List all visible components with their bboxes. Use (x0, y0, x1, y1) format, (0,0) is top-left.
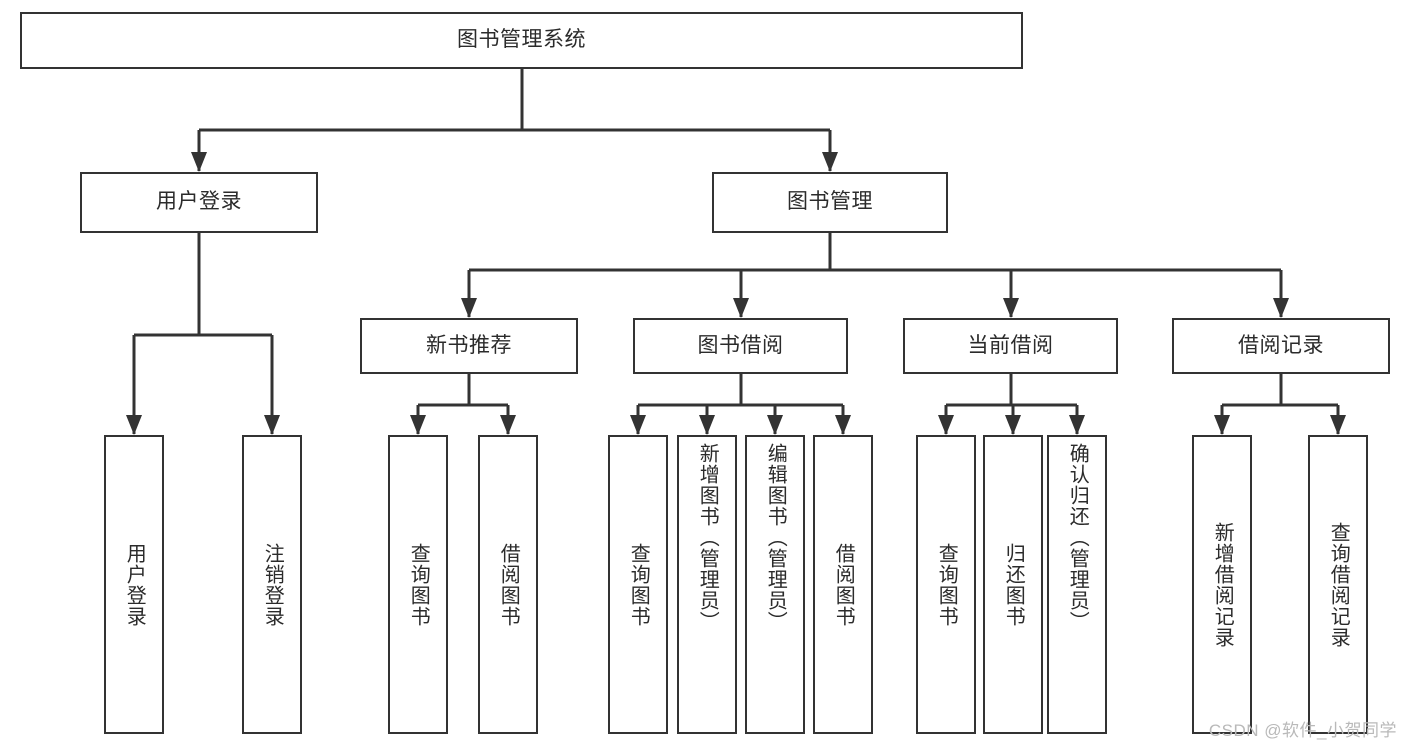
node-user-login: 用户登录 (80, 172, 318, 233)
node-new-book-recommend-label: 新书推荐 (426, 333, 512, 357)
node-leaf-query-borrow-record-label: 查询借阅记录 (1327, 521, 1350, 648)
node-leaf-edit-book-admin: 编辑图书（管理员） (745, 435, 805, 734)
node-leaf-query-book-3-label: 查询图书 (935, 542, 958, 627)
node-new-book-recommend: 新书推荐 (360, 318, 578, 374)
node-book-management-label: 图书管理 (787, 190, 873, 214)
node-leaf-return-book: 归还图书 (983, 435, 1043, 734)
node-root-label: 图书管理系统 (457, 28, 586, 52)
node-current-borrow: 当前借阅 (903, 318, 1118, 374)
node-leaf-confirm-return-admin: 确认归还（管理员） (1047, 435, 1107, 734)
node-leaf-borrow-book-1-label: 借阅图书 (497, 542, 520, 627)
node-borrow-record-label: 借阅记录 (1238, 333, 1324, 357)
node-leaf-edit-book-admin-label: 编辑图书（管理员） (764, 443, 787, 632)
node-borrow-record: 借阅记录 (1172, 318, 1390, 374)
node-leaf-borrow-book-1: 借阅图书 (478, 435, 538, 734)
node-leaf-return-book-label: 归还图书 (1002, 542, 1025, 627)
node-book-management: 图书管理 (712, 172, 948, 233)
node-leaf-add-book-admin-label: 新增图书（管理员） (696, 443, 719, 632)
node-book-borrow-label: 图书借阅 (697, 333, 784, 357)
node-leaf-query-book-1: 查询图书 (388, 435, 448, 734)
node-leaf-query-book-1-label: 查询图书 (407, 542, 430, 627)
node-leaf-logout: 注销登录 (242, 435, 302, 734)
node-leaf-user-login: 用户登录 (104, 435, 164, 734)
node-book-borrow: 图书借阅 (633, 318, 848, 374)
node-leaf-query-borrow-record: 查询借阅记录 (1308, 435, 1368, 734)
node-leaf-borrow-book-2-label: 借阅图书 (832, 542, 855, 627)
watermark-text: CSDN @软件_小贺同学 (1208, 721, 1397, 740)
node-leaf-add-book-admin: 新增图书（管理员） (677, 435, 737, 734)
node-leaf-confirm-return-admin-label: 确认归还（管理员） (1066, 443, 1089, 632)
node-current-borrow-label: 当前借阅 (967, 333, 1054, 357)
node-leaf-logout-label: 注销登录 (261, 542, 284, 627)
node-root: 图书管理系统 (20, 12, 1023, 69)
node-leaf-user-login-label: 用户登录 (123, 542, 146, 627)
node-leaf-add-borrow-record: 新增借阅记录 (1192, 435, 1252, 734)
node-leaf-borrow-book-2: 借阅图书 (813, 435, 873, 734)
node-leaf-query-book-3: 查询图书 (916, 435, 976, 734)
node-leaf-query-book-2: 查询图书 (608, 435, 668, 734)
node-leaf-add-borrow-record-label: 新增借阅记录 (1211, 521, 1234, 648)
node-user-login-label: 用户登录 (156, 190, 242, 214)
node-leaf-query-book-2-label: 查询图书 (627, 542, 650, 627)
